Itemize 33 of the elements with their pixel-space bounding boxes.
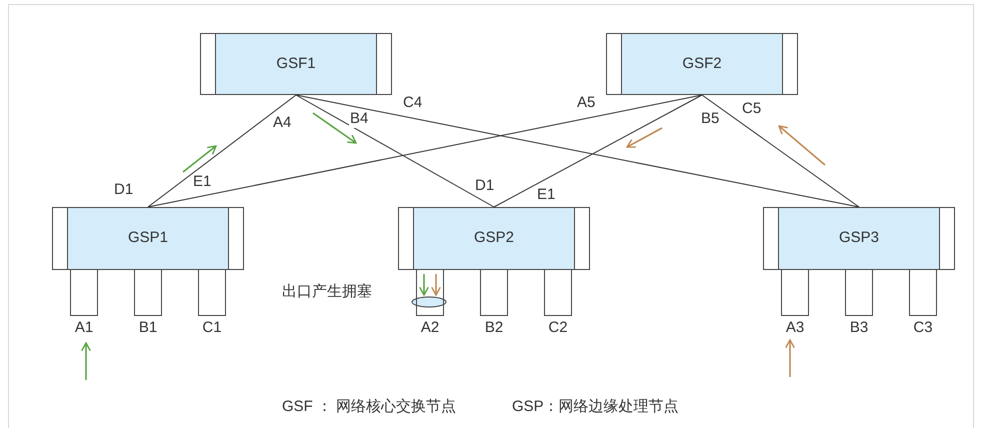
legend-text: GSF ： 网络核心交换节点 xyxy=(282,397,456,417)
node-label: GSF2 xyxy=(682,54,722,74)
connector-line xyxy=(148,94,296,208)
switch-box xyxy=(606,33,798,95)
connector-line xyxy=(296,94,494,208)
node-label: GSP1 xyxy=(128,228,168,248)
port-label: B1 xyxy=(138,318,158,338)
switch-box xyxy=(52,207,244,270)
port-label: E1 xyxy=(193,172,212,192)
legend-text: GSP：网络边缘处理节点 xyxy=(512,397,679,417)
port-label: C2 xyxy=(548,318,568,338)
port-label: C3 xyxy=(913,318,933,338)
port-label: E1 xyxy=(537,185,556,205)
annotation-text: 出口产生拥塞 xyxy=(282,282,372,302)
switch-box xyxy=(200,33,392,95)
node-label: GSF1 xyxy=(276,54,316,74)
port-label: C1 xyxy=(202,318,222,338)
edge-label: B4 xyxy=(349,110,370,128)
switch-box xyxy=(398,207,590,270)
switch-box xyxy=(763,207,955,270)
connector-line xyxy=(148,94,702,208)
port-label: D1 xyxy=(114,180,134,200)
connector-line xyxy=(702,94,860,208)
node-label: GSP3 xyxy=(838,228,880,248)
port-label: B3 xyxy=(850,318,868,338)
port-label: A1 xyxy=(74,318,94,338)
node-label: GSP2 xyxy=(474,228,514,248)
connector-line xyxy=(296,94,860,208)
port-label: B2 xyxy=(484,318,504,338)
connector-line xyxy=(494,94,702,208)
port-label: D1 xyxy=(475,176,494,196)
port-label: A2 xyxy=(420,318,440,338)
port-label: A3 xyxy=(786,318,804,338)
